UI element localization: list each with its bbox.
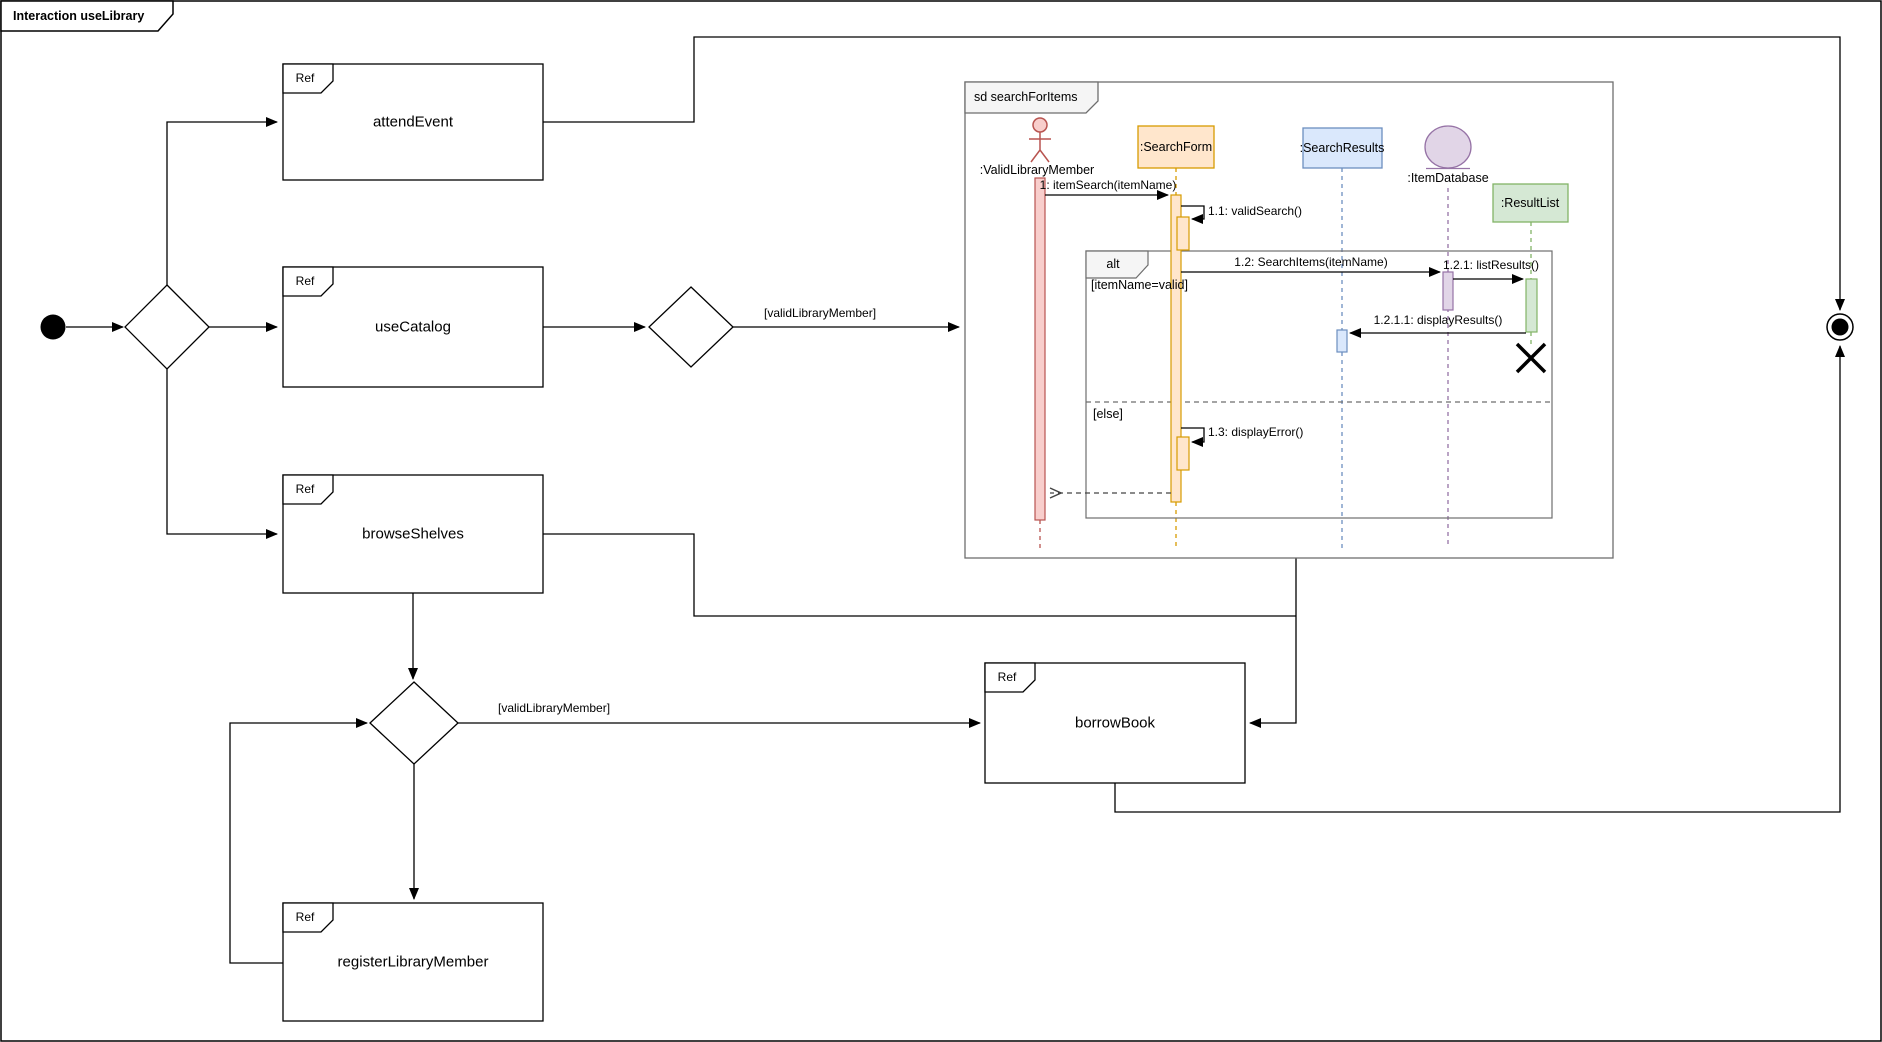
- edge-browseshelves-merge: [543, 533, 1296, 617]
- lifeline-label-searchresults: :SearchResults: [1299, 140, 1385, 155]
- message-validsearch-self: [1181, 205, 1205, 224]
- activation-searchresults: [1336, 329, 1348, 353]
- guard-label-validlibrarymember-top: [validLibraryMember]: [764, 306, 877, 321]
- activity-label-usecatalog: useCatalog: [375, 318, 451, 336]
- message-label-displayerror: 1.3: displayError(): [1208, 425, 1304, 440]
- final-node-inner: [1831, 318, 1849, 336]
- decision-node-2: [648, 286, 734, 368]
- activity-label-register: registerLibraryMember: [337, 953, 489, 971]
- ref-tab-label-register: Ref: [295, 910, 315, 925]
- decision-node-3: [369, 681, 459, 765]
- activation-searchform-displayerror: [1176, 436, 1190, 471]
- lifeline-head-resultlist: [1492, 183, 1569, 223]
- activity-label-attendevent: attendEvent: [372, 113, 454, 131]
- message-label-itemsearch: 1: itemSearch(itemName): [1039, 178, 1177, 193]
- sd-frame: [964, 81, 1614, 559]
- lifeline-head-searchform: [1137, 125, 1215, 169]
- guard-label-validlibrarymember-bottom: [validLibraryMember]: [498, 701, 611, 716]
- activity-label-browseshelves: browseShelves: [362, 525, 464, 543]
- lifeline-label-searchform: :SearchForm: [1139, 139, 1213, 154]
- activation-validlibrarymember: [1034, 177, 1046, 521]
- lifeline-head-searchresults: [1302, 127, 1383, 169]
- ref-tab-attendevent: [282, 63, 334, 94]
- sd-frame-label-tab: [964, 81, 1099, 114]
- message-label-validsearch: 1.1: validSearch(): [1208, 204, 1303, 219]
- activation-searchform-validsearch: [1176, 216, 1190, 251]
- ref-tab-label-usecatalog: Ref: [295, 274, 315, 289]
- actor-icon-validlibrarymember: [1029, 117, 1051, 163]
- ref-tab-label-attendevent: Ref: [295, 71, 315, 86]
- ref-tab-register: [282, 902, 334, 933]
- alt-operator-tab: [1085, 250, 1149, 279]
- lifeline-label-itemdatabase: :ItemDatabase: [1407, 170, 1489, 185]
- interaction-frame-title-tab: [0, 0, 174, 32]
- ref-tab-browseshelves: [282, 474, 334, 505]
- ref-tab-label-borrowbook: Ref: [997, 670, 1017, 685]
- activation-searchform-main: [1170, 194, 1182, 503]
- edge-borrowbook-to-final: [1114, 345, 1845, 813]
- edge-attendevent-to-final: [543, 36, 1845, 311]
- edge-register-loop-to-decision3: [229, 718, 368, 964]
- message-label-displayresults: 1.2.1.1: displayResults(): [1373, 313, 1503, 328]
- alt-guard-valid-label: [itemName=valid]: [1091, 277, 1188, 292]
- activation-itemdatabase: [1442, 271, 1454, 311]
- edge-decision1-to-attendevent: [166, 117, 278, 285]
- activation-resultlist: [1525, 278, 1538, 333]
- lifeline-label-validlibrarymember: :ValidLibraryMember: [979, 162, 1095, 177]
- activity-label-borrowbook: borrowBook: [1074, 714, 1156, 732]
- alt-operator-label: alt: [1106, 256, 1120, 271]
- destruction-x-resultlist: [1515, 342, 1547, 374]
- lifeline-label-resultlist: :ResultList: [1500, 195, 1560, 210]
- message-label-listresults: 1.2.1: listResults(): [1442, 258, 1540, 273]
- ref-tab-borrowbook: [984, 662, 1036, 693]
- message-label-searchitems: 1.2: SearchItems(itemName): [1234, 255, 1388, 270]
- alt-fragment-frame: [1085, 250, 1553, 519]
- sd-frame-label: sd searchForItems: [974, 89, 1078, 104]
- edge-decision1-to-browseshelves: [166, 369, 278, 539]
- lifeline-head-itemdatabase-entity-icon: [1424, 125, 1472, 169]
- alt-guard-else-label: [else]: [1093, 406, 1123, 421]
- message-displayerror-self: [1181, 427, 1205, 447]
- edge-sdframe-to-borrowbook: [1249, 558, 1297, 728]
- diagram-title: Interaction useLibrary: [13, 8, 145, 23]
- initial-node: [40, 314, 66, 340]
- decision-node-1: [124, 284, 210, 370]
- ref-tab-label-browseshelves: Ref: [295, 482, 315, 497]
- ref-tab-usecatalog: [282, 266, 334, 297]
